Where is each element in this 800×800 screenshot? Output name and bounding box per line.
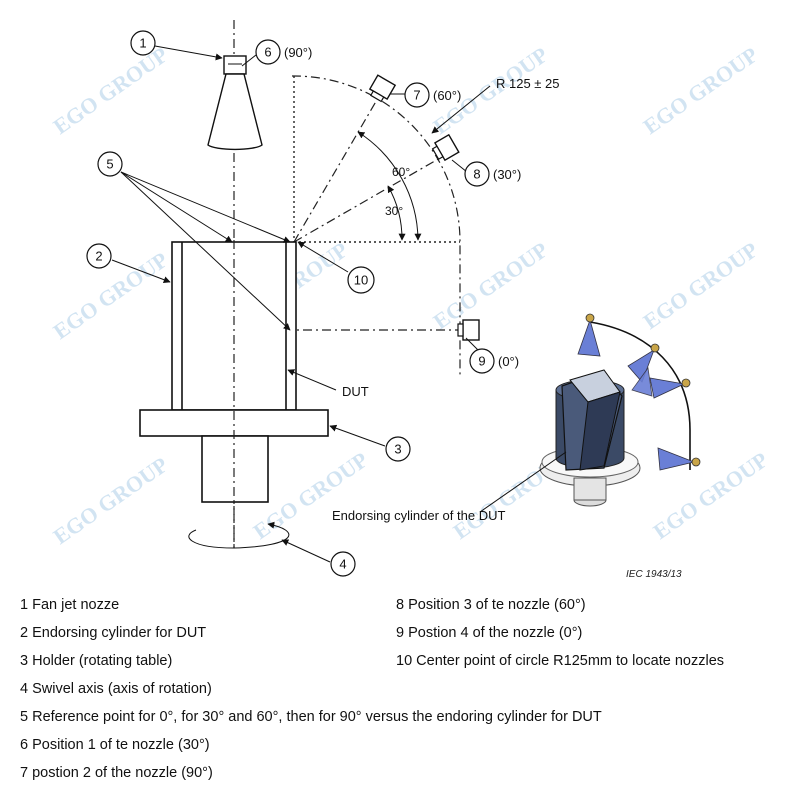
callout-9: 9	[469, 348, 495, 374]
nozzle-60-icon	[368, 74, 397, 103]
legend-item-2: 2 Endorsing cylinder for DUT	[20, 625, 207, 641]
legend-item-8: 8 Position 3 of te nozzle (60°)	[396, 597, 586, 613]
svg-text:5: 5	[106, 157, 113, 172]
legend-item-3: 3 Holder (rotating table)	[20, 653, 173, 669]
svg-text:1: 1	[139, 36, 146, 51]
svg-text:3: 3	[394, 442, 401, 457]
legend-item-7: 7 postion 2 of the nozzle (90°)	[20, 765, 213, 781]
test-setup-diagram: EGO GROUP EGO GROUP EGO GROUP EGO GROUP …	[49, 20, 773, 580]
angle-arc-60	[357, 131, 422, 241]
radial-line-30	[293, 157, 441, 243]
fan-jet-nozzle-icon	[207, 55, 263, 151]
legend-item-9: 9 Postion 4 of the nozzle (0°)	[396, 625, 583, 641]
label-pos6: (90°)	[284, 45, 312, 60]
label-pos8: (30°)	[493, 167, 521, 182]
legend-item-6: 6 Position 1 of te nozzle (30°)	[20, 737, 210, 753]
legend-item-1: 1 Fan jet nozze	[20, 597, 120, 613]
legend-item-5: 5 Reference point for 0°, for 30° and 60…	[20, 709, 602, 725]
label-endorsing-cylinder: Endorsing cylinder of the DUT	[332, 508, 505, 523]
callout-8: 8	[464, 161, 490, 187]
label-pos7: (60°)	[433, 88, 461, 103]
watermark-text: EGO GROUP	[639, 237, 763, 334]
leader-lines	[111, 45, 491, 563]
callout-7: 7	[404, 82, 430, 108]
label-pos9: (0°)	[498, 354, 519, 369]
svg-text:4: 4	[339, 557, 346, 572]
angle-label-30: 30°	[385, 204, 403, 218]
rotation-arrow	[188, 521, 290, 549]
callout-10: 10	[347, 266, 375, 294]
svg-text:9: 9	[478, 354, 485, 369]
callout-3: 3	[385, 436, 411, 462]
callout-6: 6	[255, 39, 281, 65]
nozzle-0-icon	[457, 319, 480, 341]
callout-5: 5	[97, 151, 123, 177]
holder-shaft	[201, 435, 269, 503]
nozzle-arc	[291, 75, 461, 378]
legend-item-10: 10 Center point of circle R125mm to loca…	[396, 653, 725, 669]
angle-label-60: 60°	[392, 165, 410, 179]
angle-arc-30	[387, 185, 406, 241]
watermark-text: EGO GROUP	[49, 42, 173, 139]
legend: 1 Fan jet nozze 2 Endorsing cylinder for…	[20, 596, 790, 792]
callout-2: 2	[86, 243, 112, 269]
callout-4: 4	[330, 551, 356, 577]
iec-reference: IEC 1943/13	[626, 569, 682, 580]
watermark-text: EGO GROUP	[429, 237, 553, 334]
svg-text:7: 7	[413, 88, 420, 103]
legend-item-4: 4 Swivel axis (axis of rotation)	[20, 681, 212, 697]
watermark-layer: EGO GROUP EGO GROUP EGO GROUP EGO GROUP …	[49, 42, 773, 549]
leader-endorsing	[479, 451, 567, 513]
svg-text:10: 10	[354, 273, 368, 288]
nozzle-30-icon	[431, 133, 460, 162]
svg-text:2: 2	[95, 249, 102, 264]
watermark-text: EGO GROUP	[49, 247, 173, 344]
svg-text:8: 8	[473, 167, 480, 182]
label-radius: R 125 ± 25	[496, 76, 560, 91]
watermark-text: EGO GROUP	[639, 42, 763, 139]
watermark-text: EGO GROUP	[49, 452, 173, 549]
label-dut: DUT	[342, 384, 369, 399]
dut-3d-illustration	[539, 313, 701, 507]
svg-text:6: 6	[264, 45, 271, 60]
callout-1: 1	[130, 30, 156, 56]
radial-line-60	[293, 97, 379, 243]
